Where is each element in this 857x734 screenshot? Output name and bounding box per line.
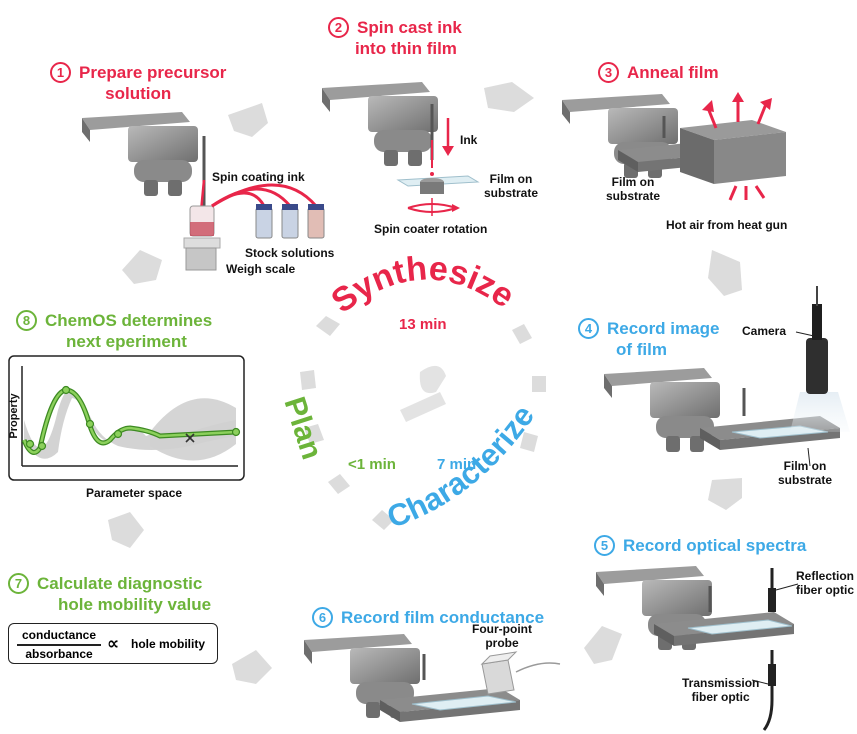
formula-fraction: conductance absorbance: [17, 628, 101, 662]
step4-number: 4: [578, 318, 599, 339]
sample-point: [231, 427, 241, 437]
step4-illustration: [604, 286, 850, 467]
sample-point: [113, 429, 123, 439]
step2-number: 2: [328, 17, 349, 38]
weigh-scale-label: Weigh scale: [226, 262, 296, 276]
chevron-arrow: [708, 478, 742, 510]
synthesize-duration: 13 min: [399, 316, 447, 333]
chevron-arrow: [484, 82, 534, 112]
formula-numerator: conductance: [21, 628, 96, 642]
sample-point: [25, 439, 35, 449]
step3-number: 3: [598, 62, 619, 83]
characterize-duration: 7 min: [437, 456, 477, 473]
stock-solutions-label: Stock solutions: [245, 246, 335, 260]
fraction-bar: [17, 644, 101, 646]
step5-illustration: [596, 566, 799, 731]
ink-label: Ink: [460, 133, 478, 147]
central-cycle-ring: [300, 316, 546, 530]
step5-number: 5: [594, 535, 615, 556]
step6-number: 6: [312, 607, 333, 628]
step1-illustration: [82, 112, 325, 271]
sample-point: [37, 441, 47, 451]
x-axis-label: Parameter space: [86, 486, 183, 500]
spin-coating-ink-label: Spin coating ink: [212, 170, 305, 184]
sample-point: [85, 419, 95, 429]
step8-number: 8: [16, 310, 37, 331]
chevron-arrow: [232, 650, 272, 684]
step7-number: 7: [8, 573, 29, 594]
step3-illustration: [562, 92, 786, 201]
chevron-arrow: [708, 250, 742, 296]
formula-denominator: absorbance: [25, 646, 93, 661]
plan-label: Plan: [277, 393, 328, 463]
plan-duration: <1 min: [348, 456, 396, 473]
chevron-arrow: [108, 512, 144, 548]
step6-illustration: [304, 634, 561, 722]
outer-cycle-arrows: [108, 82, 742, 684]
sample-point: [61, 385, 71, 395]
synthesize-label: Synthesize: [324, 249, 521, 320]
proportional-symbol: ∝: [107, 634, 120, 653]
formula-rhs: hole mobility: [131, 637, 206, 651]
step2-illustration: [322, 82, 480, 216]
hole-mobility-formula: conductance absorbance ∝ hole mobility: [8, 623, 218, 664]
chevron-arrow: [584, 626, 622, 664]
step1-number: 1: [50, 62, 71, 83]
y-axis-label: Property: [8, 393, 20, 439]
chevron-arrow: [228, 103, 268, 137]
next-sample-marker: [185, 433, 195, 443]
chevron-arrow: [122, 250, 162, 284]
optimization-plot: [8, 355, 245, 481]
camera-label: Camera: [742, 324, 787, 338]
spin-coater-rotation-label: Spin coater rotation: [374, 222, 488, 236]
hot-air-label: Hot air from heat gun: [666, 218, 788, 232]
